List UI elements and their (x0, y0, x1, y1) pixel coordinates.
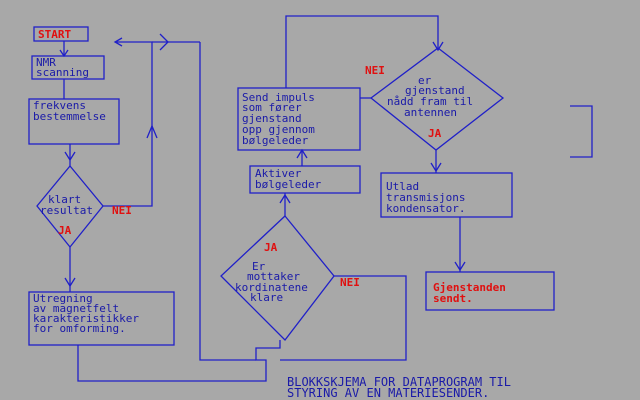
utlad-box (380, 172, 513, 218)
arrowhead (146, 124, 158, 139)
arrowhead (454, 261, 466, 272)
arrowhead (432, 41, 444, 52)
klart-decision (36, 164, 104, 249)
send-box (237, 87, 361, 151)
ja-label-notaker: JA (264, 241, 278, 254)
diagram-caption: BLOKKSKJEMA FOR DATAPROGRAM TIL STYRING … (287, 375, 518, 400)
start-label: START (38, 28, 71, 41)
connector-left-return (199, 42, 256, 361)
arrowhead (64, 277, 76, 288)
sendt-box (425, 271, 555, 311)
arrowhead (113, 37, 123, 47)
right-edge-box (570, 105, 593, 158)
connector-notaker-nei-loop (280, 275, 407, 361)
send-text: Send impuls som fører gjenstand opp gjen… (242, 91, 321, 147)
arrowhead (279, 193, 291, 204)
connector-utregning-notaker (77, 340, 281, 382)
notaker-decision (220, 215, 335, 341)
utregning-text: Utregning av magnetfelt karakteristikker… (33, 292, 146, 335)
ja-label-gjenstand: JA (428, 127, 442, 140)
nei-label-notaker: NEI (340, 276, 360, 289)
sendt-text: Gjenstanden sendt. (433, 281, 512, 305)
notaker-text: Er mottaker kordinatene klare (235, 260, 314, 304)
utlad-text: Utlad transmisjons kondensator. (386, 180, 472, 215)
arrowhead (64, 151, 76, 162)
start-box (33, 26, 89, 42)
utregning-box (28, 291, 175, 346)
ja-label-klart: JA (58, 224, 72, 237)
connector-send-gjenstand (285, 15, 439, 88)
gjenstand-decision (369, 47, 505, 151)
nei-label-gjenstand: NEI (365, 64, 385, 77)
nei-label-klart: NEI (112, 204, 132, 217)
frekvens-text: frekvens bestemmelse (33, 99, 106, 123)
arrowhead (430, 162, 442, 173)
connector-klart-nei-loop (103, 41, 153, 207)
nmr-box (31, 55, 105, 80)
frekvens-box (28, 98, 120, 145)
arrowhead (159, 33, 169, 51)
aktiver-box (249, 165, 361, 194)
nmr-text: NMR scanning (36, 56, 89, 79)
klart-text: klart resultat (40, 193, 93, 217)
gjenstand-text: er gjenstand nådd fram til antennen (387, 74, 480, 119)
aktiver-text: Aktiver bølgeleder (255, 167, 322, 191)
connector-lines (59, 15, 466, 382)
